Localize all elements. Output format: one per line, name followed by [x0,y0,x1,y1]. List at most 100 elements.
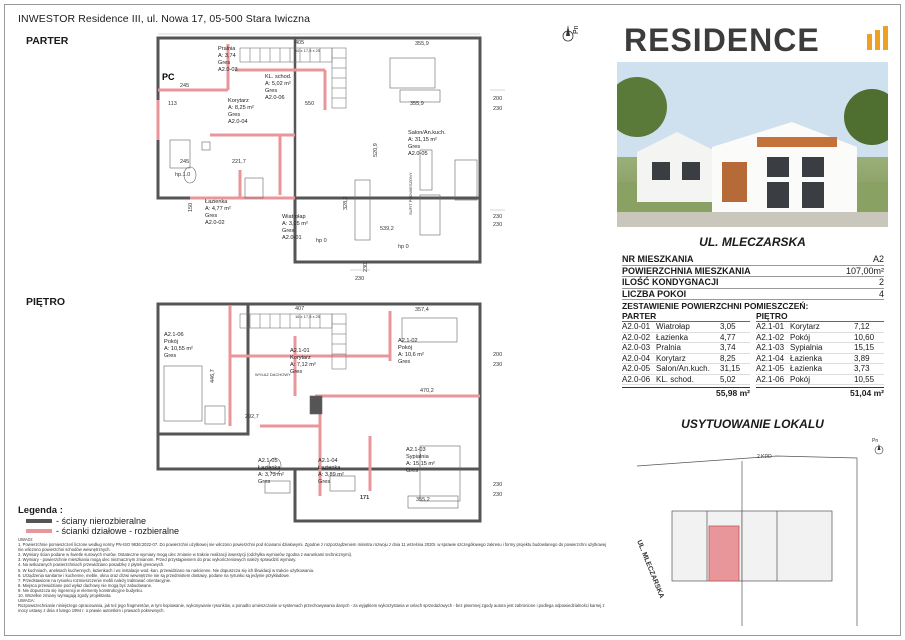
level-title-upper: PIĘTRO [26,296,66,308]
svg-text:Łazienka: Łazienka [205,199,228,205]
svg-text:A2.0-03: A2.0-03 [218,67,238,73]
svg-text:Gres: Gres [408,144,420,150]
room-label-pokoj-102: A2.1-02 Pokój A: 10,6 m² Gres [398,338,424,365]
svg-text:Gres: Gres [282,228,294,234]
svg-text:230: 230 [493,222,502,228]
map-north-icon [874,444,884,455]
svg-text:A2.1-02: A2.1-02 [398,338,418,344]
logo-wordmark: RESIDENCE [624,22,820,58]
svg-text:Pokój: Pokój [398,345,412,351]
svg-text:A: 31,15 m²: A: 31,15 m² [408,137,437,143]
residence-logo: RESIDENCE [622,22,888,58]
room-label-pokoj-106: A2.1-06 Pokój A: 10,55 m² Gres [164,332,193,359]
notes-block: UWAGI: 1. Powierzchnie pomieszczeń liczo… [18,537,607,614]
svg-text:520,9: 520,9 [373,143,379,157]
svg-text:405: 405 [295,40,304,46]
svg-text:Gres: Gres [228,112,240,118]
svg-text:292,7: 292,7 [245,414,259,420]
svg-text:A2.0-04: A2.0-04 [228,119,248,125]
svg-text:Pralnia: Pralnia [218,46,236,52]
svg-text:hp 0: hp 0 [316,238,327,244]
legend-swatch-grey [26,519,52,523]
svg-text:171: 171 [360,495,369,501]
svg-text:A2.1-01: A2.1-01 [290,348,310,354]
ground-dimensions: 405 355,9 245 550 355,9 113 221,7 245 52… [168,40,502,282]
svg-text:A2.0-06: A2.0-06 [265,95,285,101]
total-ground: 55,98 m² [622,387,750,398]
room-label-wiatrolap: Wiatrołap A: 3,05 m² Gres A2.0-01 [282,214,308,241]
svg-text:230: 230 [355,276,364,282]
svg-text:150: 150 [188,203,194,212]
sheet-border [4,4,901,636]
location-map: 2 KDD UL. MLECZARSKA Pn [635,438,884,626]
svg-text:Gres: Gres [205,213,217,219]
svg-text:245: 245 [180,159,189,165]
room-label-sypialnia: A2.1-03 Sypialnia A: 15,15 m² Gres [406,447,435,474]
svg-text:355,2: 355,2 [416,497,430,503]
svg-text:200: 200 [493,352,502,358]
svg-text:SUFIT PODWIESZONY: SUFIT PODWIESZONY [408,172,413,215]
svg-text:328,2: 328,2 [343,196,349,210]
svg-text:230: 230 [493,482,502,488]
apartment-location-highlight [708,525,740,582]
room-label-salon: Salon/An.kuch. A: 31,15 m² Gres A2.0-05 [408,130,446,157]
legend-swatch-pink [26,529,52,533]
svg-text:Wiatrołap: Wiatrołap [282,214,306,220]
svg-text:A: 4,77 m²: A: 4,77 m² [205,206,231,212]
svg-text:Korytarz: Korytarz [228,98,249,104]
svg-text:A2.0-01: A2.0-01 [282,235,302,241]
building-render-image [617,62,888,227]
level-title-ground: PARTER [26,35,69,47]
north-arrow-icon: Pn [562,25,580,42]
svg-text:16 x 17,8 x 25: 16 x 17,8 x 25 [295,314,321,319]
room-label-pralnia: Pralnia A: 3,74 Gres A2.0-03 [218,46,238,73]
svg-text:Łazienka: Łazienka [318,465,341,471]
svg-text:Łazienka: Łazienka [258,465,281,471]
svg-text:A2.0-05: A2.0-05 [408,151,428,157]
svg-text:A: 3,89 m²: A: 3,89 m² [318,472,344,478]
svg-text:Gres: Gres [258,479,270,485]
street-name-title: UL. MLECZARSKA [699,235,806,249]
svg-text:230: 230 [363,263,369,272]
investor-header: INWESTOR Residence III, ul. Nowa 17, 05-… [18,13,311,25]
svg-text:KL. schod.: KL. schod. [265,74,292,80]
pc-label: PC [162,72,175,82]
upper-floor-plan: A2.1-06 Pokój A: 10,55 m² Gres A2.1-01 K… [156,302,502,523]
svg-text:WYŁAZ DACHOWY: WYŁAZ DACHOWY [255,372,291,377]
svg-text:407: 407 [295,306,304,312]
svg-text:A2.0-02: A2.0-02 [205,220,225,226]
map-north-label: Pn [872,438,878,444]
total-upper: 51,04 m² [756,387,884,398]
svg-text:Pokój: Pokój [164,339,178,345]
room-label-kl-schod: KL. schod. A: 5,02 m² Gres A2.0-06 [265,74,292,101]
legend-title: Legenda : [18,505,63,516]
svg-text:A2.1-06: A2.1-06 [164,332,184,338]
svg-text:355,9: 355,9 [410,101,424,107]
location-title: USYTUOWANIE LOKALU [681,417,824,431]
svg-text:Gres: Gres [164,353,176,359]
svg-text:A: 15,15 m²: A: 15,15 m² [406,461,435,467]
svg-text:A: 3,74: A: 3,74 [218,53,236,59]
upper-dimensions: 407 357,4 446,7 292,7 470,2 355,2 171 20… [210,306,502,503]
svg-text:539,2: 539,2 [380,226,394,232]
north-label: Pn [573,25,580,34]
svg-text:Salon/An.kuch.: Salon/An.kuch. [408,130,446,136]
svg-text:hp 0: hp 0 [398,244,409,250]
map-road-top: 2 KDD [757,454,772,460]
legend: Legenda : - ściany nierozbieralne - ścia… [18,505,179,536]
svg-text:230: 230 [493,106,502,112]
legend-item-bearing: - ściany nierozbieralne [26,516,179,526]
